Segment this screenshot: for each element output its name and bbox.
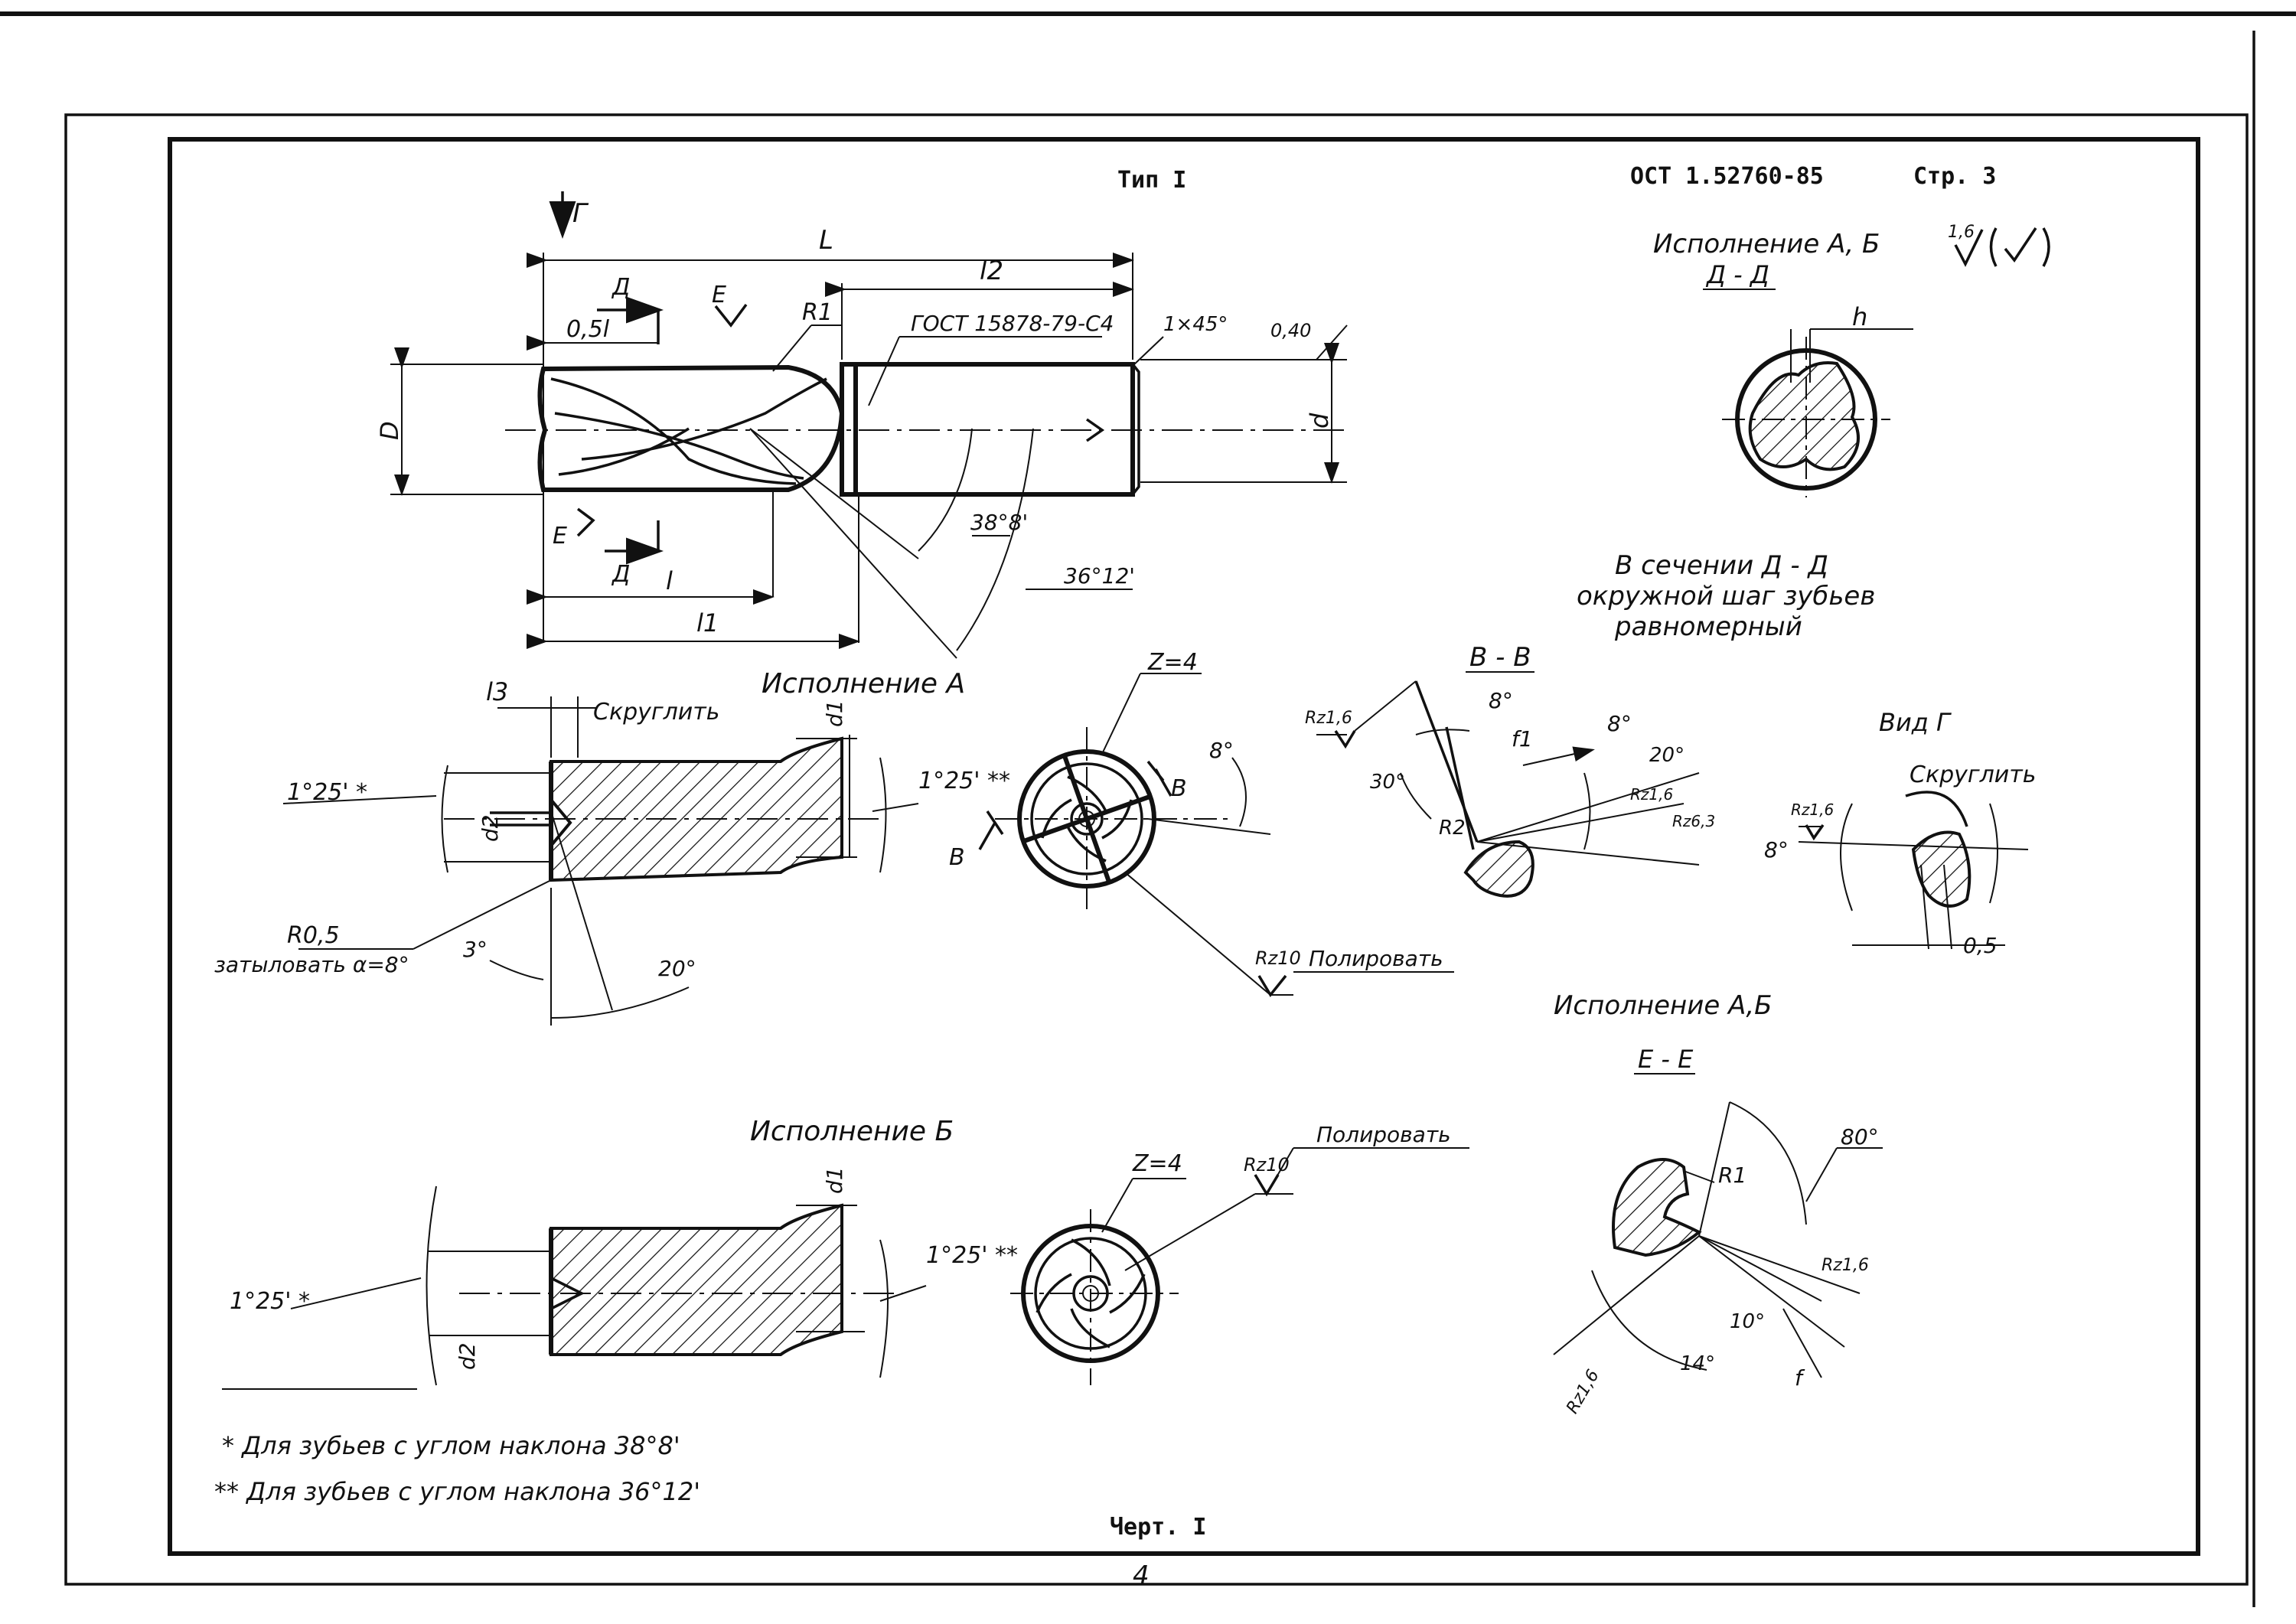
footnote-1: * Для зубьев с углом наклона 38°8'	[222, 1431, 680, 1460]
version-a-title: Исполнение А	[762, 668, 965, 699]
section-ee-title: Исполнение А,Б	[1554, 990, 1772, 1021]
view-g-rz16: Rz1,6	[1791, 801, 1834, 819]
gost-note: ГОСТ 15878-79-С4	[911, 311, 1114, 336]
general-roughness-value: 1,6	[1948, 223, 1975, 242]
roughness-rz16-b: Rz1,6	[1630, 785, 1673, 804]
sheet-frames	[0, 11, 2296, 1607]
section-dd-title: Исполнение А, Б	[1653, 229, 1880, 259]
pitch-note-1: В сечении Д - Д	[1615, 550, 1828, 581]
angle-left: 1°25' *	[287, 779, 367, 806]
version-b-d1: d1	[822, 1166, 847, 1194]
angle-20-bb: 20°	[1649, 744, 1684, 767]
dim-d1: d1	[822, 699, 847, 727]
roughness-rz16-a: Rz1,6	[1305, 709, 1352, 728]
view-g-round: Скруглить	[1910, 761, 2036, 788]
section-b-left: В	[949, 844, 965, 871]
section-bb-title: В - В	[1469, 642, 1531, 673]
relief-note: затыловать α=8°	[214, 952, 409, 977]
version-b-d2: d2	[455, 1342, 480, 1370]
footnote-2: ** Для зубьев с углом наклона 36°12'	[214, 1477, 700, 1506]
dim-d: d	[1305, 413, 1334, 429]
teeth-count: Z=4	[1147, 649, 1198, 676]
section-ee: Исполнение А,Б Е - Е R1 80° Rz1,6 10° 14…	[1553, 990, 1883, 1417]
version-a-view: Исполнение А l3 Скруглить d1 d2 1°25' * …	[214, 668, 1010, 1026]
dim-L: L	[819, 225, 833, 256]
standard-number: ОСТ 1.52760-85	[1630, 163, 1824, 190]
section-b-right: В	[1171, 775, 1187, 802]
dim-D: D	[375, 421, 404, 440]
ee-rz16-b: Rz1,6	[1563, 1367, 1603, 1417]
chamfer-note: 1×45°	[1163, 313, 1228, 336]
roughness-bracket-icon	[1989, 227, 2050, 267]
roughness-rz63: Rz6,3	[1672, 812, 1715, 830]
angle-8b: 8°	[1607, 711, 1632, 736]
round-note: Скруглить	[593, 699, 719, 726]
pitch-note-3: равномерный	[1614, 611, 1802, 642]
angle-30: 30°	[1370, 771, 1405, 794]
section-ee-subtitle: Е - Е	[1638, 1045, 1694, 1074]
angle-right: 1°25' **	[918, 768, 1010, 794]
section-e-bottom: Е	[553, 523, 567, 549]
radius-r1: R1	[802, 299, 833, 326]
section-bb: В - В Rz1,6 8° 8° f1 20° 30° Rz1,6 R2 Rz…	[1305, 642, 1715, 898]
angle-3: 3°	[463, 937, 488, 962]
runout-note: 0,40	[1270, 320, 1311, 341]
view-g: Вид Г Скруглить Rz1,6 8° 0,5	[1764, 708, 2036, 958]
view-g-dim-05: 0,5	[1963, 933, 1998, 958]
angle-8: 8°	[1209, 738, 1234, 763]
ee-radius-r1: R1	[1718, 1163, 1746, 1188]
ee-rz16-a: Rz1,6	[1821, 1256, 1869, 1275]
angle-8a: 8°	[1489, 688, 1513, 713]
version-b-angle-right: 1°25' **	[926, 1242, 1018, 1269]
version-b-view: Исполнение Б d1 d2 1°25' * 1°25' **	[222, 1116, 1018, 1390]
sheet-number: 4	[1133, 1560, 1150, 1591]
end-view-b: Z=4 Rz10 Полировать	[1010, 1122, 1469, 1385]
arrow-g-label: Г	[572, 198, 589, 229]
angle-38-8: 38°8'	[970, 510, 1028, 535]
dim-d2: d2	[478, 814, 503, 842]
section-d-bottom: Д	[611, 561, 630, 588]
dim-l: l	[666, 566, 673, 595]
ee-angle-10: 10°	[1730, 1310, 1765, 1333]
angle-36-12: 36°12'	[1064, 563, 1135, 589]
polish-note: Полировать	[1309, 946, 1443, 971]
pitch-note-2: окружной шаг зубьев	[1577, 581, 1875, 611]
end-view-a: Z=4 8° В В Rz10 Полировать	[949, 649, 1454, 998]
angle-20: 20°	[658, 956, 696, 981]
dim-l2: l2	[980, 256, 1003, 286]
version-b-angle-left: 1°25' *	[230, 1288, 310, 1315]
view-g-title: Вид Г	[1879, 708, 1952, 737]
section-dd-subtitle: Д - Д	[1705, 260, 1769, 289]
section-d-top: Д	[611, 274, 630, 301]
roughness-rz10: Rz10	[1255, 947, 1301, 969]
dim-half-l: 0,5l	[566, 316, 610, 343]
dim-f1: f1	[1512, 726, 1533, 752]
ee-angle-80: 80°	[1841, 1124, 1879, 1150]
roughness-rz10-b: Rz10	[1244, 1154, 1290, 1176]
ee-angle-14: 14°	[1680, 1352, 1715, 1375]
radius-r05: R0,5	[287, 922, 340, 949]
page-number: Стр. 3	[1913, 163, 1996, 190]
type-label: Тип I	[1117, 167, 1186, 194]
radius-r2: R2	[1439, 817, 1466, 840]
teeth-count-b: Z=4	[1132, 1150, 1182, 1177]
polish-note-b: Полировать	[1316, 1122, 1451, 1147]
dim-l1: l1	[696, 608, 719, 638]
ee-dim-f: f	[1795, 1365, 1805, 1391]
roughness-check-icon	[1954, 229, 1984, 267]
version-b-title: Исполнение Б	[750, 1116, 954, 1147]
main-view: Г L l2 Д Д Е Е 0,5l R1 ГОСТ 15878-79-С4 …	[375, 191, 1348, 659]
footnotes: * Для зубьев с углом наклона 38°8' ** Дл…	[214, 1431, 700, 1506]
view-g-angle-8: 8°	[1764, 837, 1789, 863]
drawing-caption: Черт. I	[1110, 1514, 1206, 1541]
title-block: Тип I ОСТ 1.52760-85 Стр. 3 Черт. I 4	[1110, 163, 1996, 1591]
section-dd: Исполнение А, Б Д - Д h 1,6 В сечении Д …	[1577, 223, 2050, 642]
dim-l3: l3	[486, 677, 508, 706]
section-e-top: Е	[712, 282, 726, 308]
dim-h: h	[1852, 302, 1867, 331]
